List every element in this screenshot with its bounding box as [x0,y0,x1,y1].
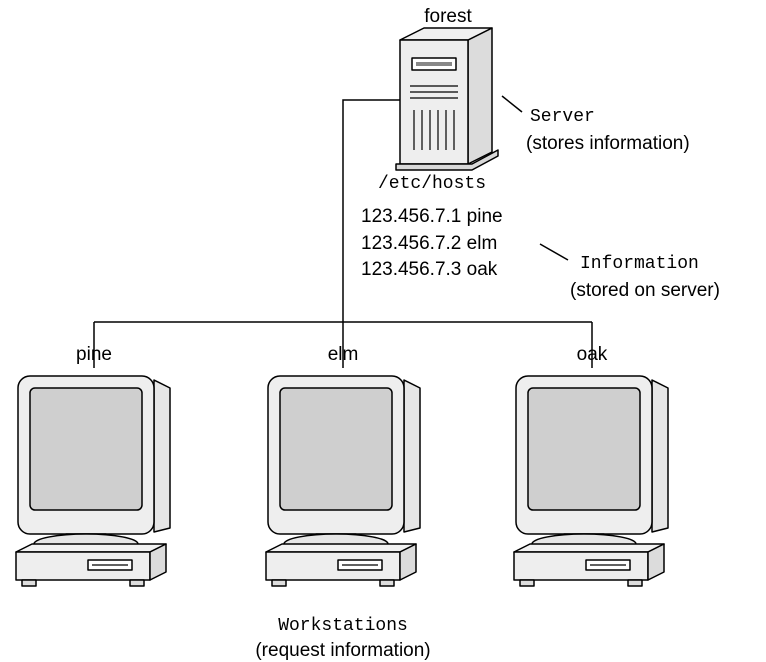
hosts-entry: 123.456.7.2 elm [361,233,497,254]
information-callout-line [539,243,569,261]
workstation-name-oak: oak [577,344,608,365]
hosts-entry: 123.456.7.3 oak [361,259,498,280]
server-role-description: (stores information) [526,133,690,154]
workstations-description: (request information) [255,640,430,661]
information-description: (stored on server) [570,280,720,301]
server-connector [342,99,401,322]
server-icon [395,27,499,171]
workstation-icon-pine [15,375,171,587]
workstation-icon-oak [513,375,669,587]
information-label: Information [580,254,699,274]
workstations-label: Workstations [278,616,408,636]
server-role-label: Server [530,107,595,127]
workstation-icon-elm [265,375,421,587]
hosts-entry: 123.456.7.1 pine [361,206,503,227]
workstation-name-elm: elm [328,344,359,365]
network-lines [93,99,593,368]
hosts-file-path: /etc/hosts [378,174,486,194]
server-callout-line [501,95,523,113]
workstation-name-pine: pine [76,344,112,365]
server-name: forest [424,6,472,27]
